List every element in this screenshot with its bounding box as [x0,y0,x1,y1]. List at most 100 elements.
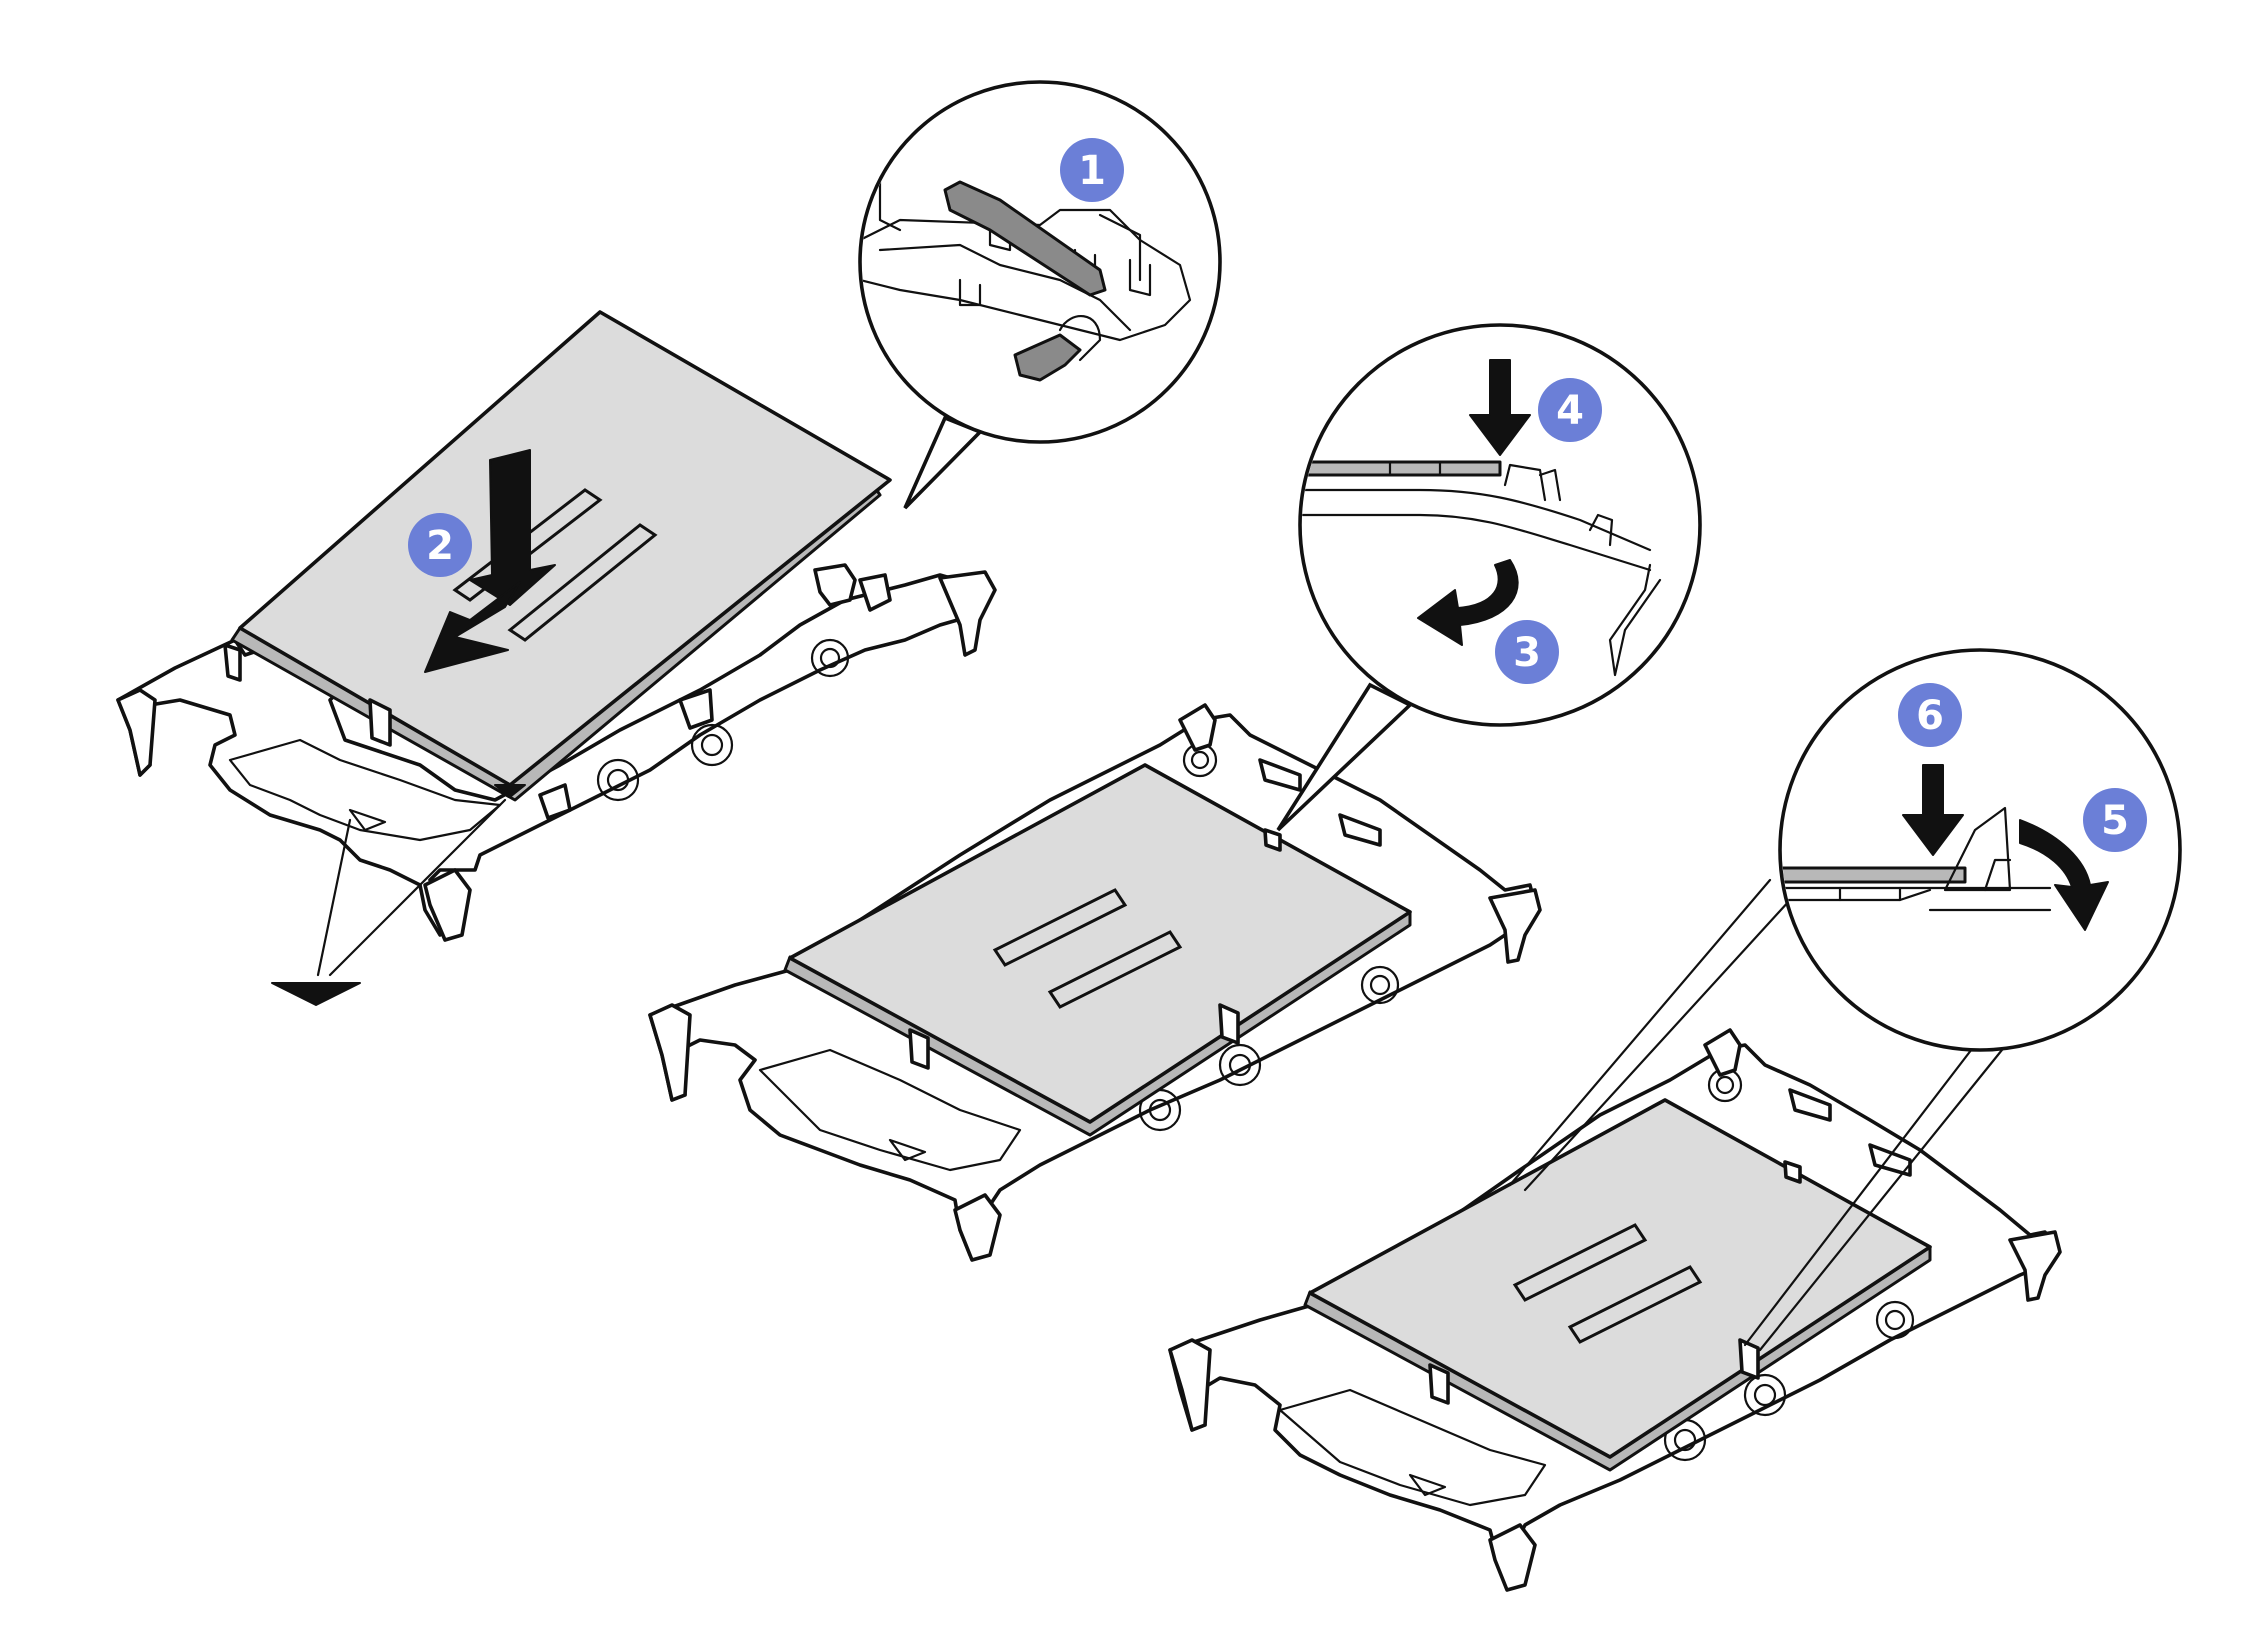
carrier-right-clip-a [1788,1088,1832,1122]
step-4-badge: 4 [1538,378,1602,442]
processor-right-tab-1 [1428,1363,1450,1405]
processor-middle-slot-1 [992,888,1128,967]
carrier-middle-hole-2-inner [1228,1053,1252,1077]
callout-3-pointer-line-1 [1508,878,1772,1187]
callout-3-latch-inner [1983,858,2012,892]
down-arrow-icon-step-4 [1469,359,1531,456]
processor-left [238,310,892,787]
carrier-left-hole-2 [690,723,734,767]
alignment-guide-line-2 [328,798,507,977]
processor-left-tab-1 [368,698,392,747]
down-arrow-icon-step-6 [1902,764,1964,856]
carrier-middle-left-latch [648,1003,692,1102]
carrier-right-left-latch [1168,1338,1212,1432]
callout-2-post-b [1588,513,1614,547]
callout-2-frame-curve-bottom [1302,513,1652,572]
step-3-badge-circle [1495,620,1559,684]
carrier-middle-clip-b [1338,813,1382,847]
callout-3-circle [1778,648,2182,1052]
carrier-left-hole-1-inner [606,768,630,792]
step-3-badge: 3 [1495,620,1559,684]
callout-2: 4 3 [1298,323,1702,727]
carrier-right-tri-marker [1408,1473,1447,1497]
processor-middle [788,763,1412,1124]
callout-3: 6 5 [1778,648,2182,1052]
carrier-middle-tri-marker [888,1138,927,1162]
callout-3-latch [1943,806,2012,892]
processor-left-tab-2 [223,643,242,682]
callout-1: 1 [858,80,1222,444]
carrier-right-hole-1-inner [1673,1428,1697,1452]
processor-left-triangle-marker [494,784,526,798]
step-1-badge-circle [1060,138,1124,202]
callout-1-lever-upper [943,180,1107,297]
step-1-badge: 1 [1060,138,1124,202]
processor-right-tab-2 [1738,1338,1760,1380]
alignment-guide-line-1 [316,818,352,977]
step-6-badge-circle [1898,683,1962,747]
down-arrow-icon-step-2 [469,449,556,606]
carrier-left-bottom-latch [423,868,472,942]
step-2-badge: 2 [408,513,472,577]
carrier-left-hole-1 [596,758,640,802]
carrier-right-hole-2-inner [1753,1383,1777,1407]
triangle-alignment-marker-icon [271,982,361,1006]
carrier-middle-hole-2 [1218,1043,1262,1087]
processor-middle-tab-2 [1218,1003,1240,1045]
step-3-badge-label: 3 [1513,630,1541,676]
callout-2-processor-split [1388,460,1442,477]
callout-2-latch-line [1608,563,1662,677]
callout-3-pointer-line-2 [1523,898,1792,1192]
carrier-left-clip-a [813,563,857,607]
diagonal-arrow-icon-step-2 [424,581,521,673]
carrier-left-clip-b [858,573,892,612]
step-4-badge-circle [1538,378,1602,442]
callout-1-edge-a [1098,213,1142,282]
processor-middle-tab-3 [1263,828,1282,852]
carrier-right-bottom-latch [1488,1523,1537,1592]
callout-1-post-4 [1128,258,1152,297]
carrier-left-clip-c [678,688,714,730]
carrier-middle-clip-a [1258,758,1302,792]
callout-2-pointer [1276,682,1414,832]
carrier-middle-hole-3-inner [1369,974,1391,996]
carrier-left-inner [228,738,502,842]
carrier-middle-hole-1-inner [1148,1098,1172,1122]
carrier-middle-hole-3 [1360,965,1400,1005]
curved-arrow-icon-step-5 [2019,819,2109,931]
callout-2-post-c [1538,468,1562,502]
carrier-left [116,310,997,1006]
carrier-right-hole-4-inner [1715,1075,1735,1095]
step-5-badge-circle [2083,788,2147,852]
carrier-right-hole-2 [1743,1373,1787,1417]
step-4-badge-label: 4 [1556,388,1584,434]
carrier-middle [648,703,1542,1262]
carrier-right-clip-b [1868,1143,1912,1177]
callout-1-post-1 [958,278,982,307]
carrier-right-hole-3 [1875,1300,1915,1340]
carrier-left-tri-marker [348,808,387,832]
callout-2-post-a [1503,463,1547,502]
processor-right [1308,1098,1932,1459]
carrier-middle-hole-4-inner [1190,750,1210,770]
callout-1-frame-inner [878,243,1132,332]
processor-middle-slot-2 [1047,930,1183,1009]
callout-1-lever-lower [1013,333,1082,382]
curved-arrow-icon-step-3 [1417,559,1519,646]
carrier-left-hole-3-inner [819,647,841,669]
callout-2-frame-curve-top [1302,488,1652,552]
step-5-badge-label: 5 [2101,798,2129,844]
carrier-left-clip-d [538,783,572,820]
carrier-right-right-latch [2008,1230,2062,1302]
processor-left-slot-2 [507,523,658,642]
callout-3-pointer-line-3 [1743,1043,1977,1347]
step-5-badge: 5 [2083,788,2147,852]
carrier-left-hole-2-inner [700,733,724,757]
carrier-left-right-latch [938,570,997,657]
callout-3-pointer-line-4 [1758,1038,2012,1352]
processor-right-slot-1 [1512,1223,1648,1302]
step-6-badge: 6 [1898,683,1962,747]
callout-3-processor-split [1838,886,1902,902]
